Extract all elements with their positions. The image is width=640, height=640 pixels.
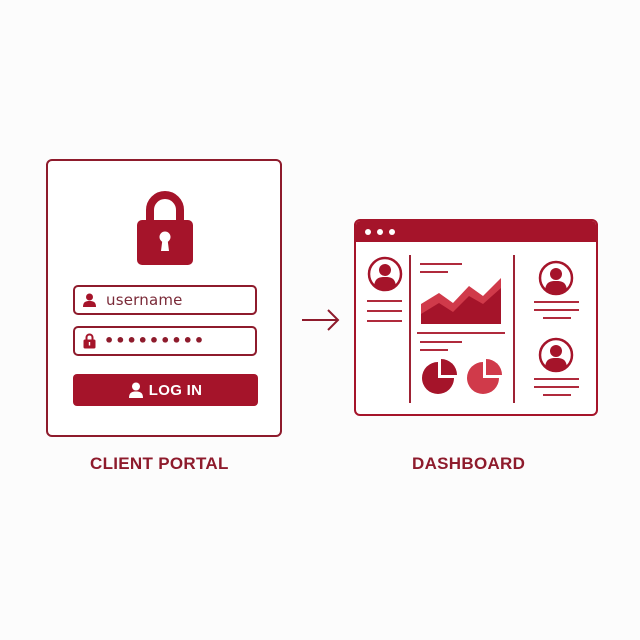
divider-line bbox=[417, 332, 505, 334]
window-dot-icon bbox=[365, 229, 371, 235]
dashboard-caption: DASHBOARD bbox=[412, 454, 526, 473]
text-line bbox=[543, 317, 571, 319]
text-line bbox=[543, 394, 571, 396]
text-line bbox=[534, 386, 579, 388]
text-line bbox=[534, 309, 579, 311]
pie-chart-icon bbox=[422, 359, 457, 394]
lock-icon bbox=[83, 333, 96, 349]
text-line bbox=[534, 378, 579, 380]
user-avatar-icon bbox=[538, 260, 574, 296]
dashboard-window bbox=[354, 219, 598, 416]
text-line bbox=[534, 301, 579, 303]
password-field[interactable]: ••••••••• bbox=[73, 326, 257, 356]
text-line bbox=[420, 349, 448, 351]
column-divider bbox=[513, 255, 515, 403]
area-chart-icon bbox=[421, 278, 501, 324]
pie-chart-icon bbox=[467, 359, 502, 394]
window-dot-icon bbox=[377, 229, 383, 235]
user-icon bbox=[128, 382, 143, 398]
window-dot-icon bbox=[389, 229, 395, 235]
text-line bbox=[367, 320, 402, 322]
user-icon bbox=[83, 293, 96, 307]
text-line bbox=[420, 263, 462, 265]
password-masked-value: ••••••••• bbox=[104, 331, 206, 350]
text-line bbox=[420, 271, 448, 273]
text-line bbox=[367, 310, 402, 312]
login-button-label: LOG IN bbox=[148, 381, 203, 399]
user-avatar-icon bbox=[538, 337, 574, 373]
text-line bbox=[420, 341, 462, 343]
dashboard-titlebar bbox=[356, 221, 596, 242]
text-line bbox=[367, 300, 402, 302]
username-field[interactable]: username bbox=[73, 285, 257, 315]
padlock-icon bbox=[137, 191, 193, 265]
column-divider bbox=[409, 255, 411, 403]
user-avatar-icon bbox=[367, 256, 403, 292]
arrow-right-icon bbox=[302, 309, 340, 331]
client-portal-caption: CLIENT PORTAL bbox=[90, 454, 229, 473]
username-placeholder: username bbox=[106, 291, 183, 309]
login-button[interactable]: LOG IN bbox=[73, 374, 258, 406]
